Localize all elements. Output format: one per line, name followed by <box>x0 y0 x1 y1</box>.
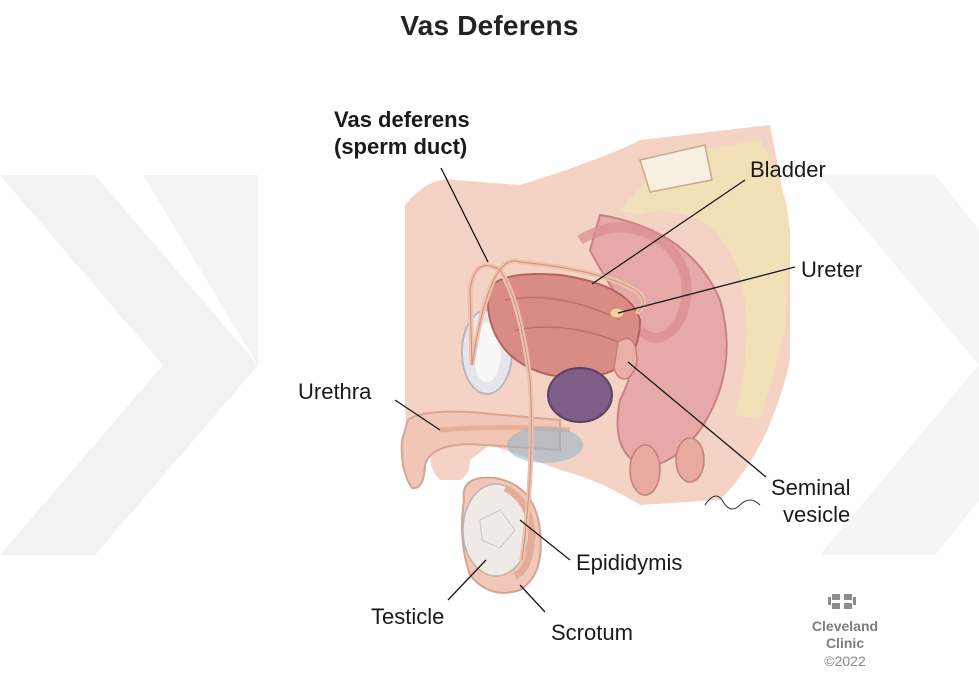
cleveland-clinic-logo: Cleveland Clinic ©2022 <box>800 592 890 670</box>
logo-copyright: ©2022 <box>800 652 890 670</box>
prostate <box>548 368 612 422</box>
label-testicle: Testicle <box>371 603 444 630</box>
label-seminal-line2: vesicle <box>771 501 850 528</box>
label-vas-deferens-line1: Vas deferens <box>334 106 470 133</box>
label-urethra: Urethra <box>298 378 371 405</box>
label-seminal-vesicle: Seminal vesicle <box>771 474 850 528</box>
seminal-vesicle <box>614 338 637 378</box>
page-title: Vas Deferens <box>0 10 979 42</box>
logo-name-line1: Cleveland <box>800 618 890 635</box>
label-vas-deferens-line2: (sperm duct) <box>334 133 470 160</box>
label-scrotum: Scrotum <box>551 619 633 646</box>
logo-name-line2: Clinic <box>800 635 890 652</box>
label-seminal-line1: Seminal <box>771 474 850 501</box>
label-bladder: Bladder <box>750 156 826 183</box>
label-epididymis: Epididymis <box>576 549 682 576</box>
label-vas-deferens: Vas deferens (sperm duct) <box>334 106 470 160</box>
label-ureter: Ureter <box>801 256 862 283</box>
